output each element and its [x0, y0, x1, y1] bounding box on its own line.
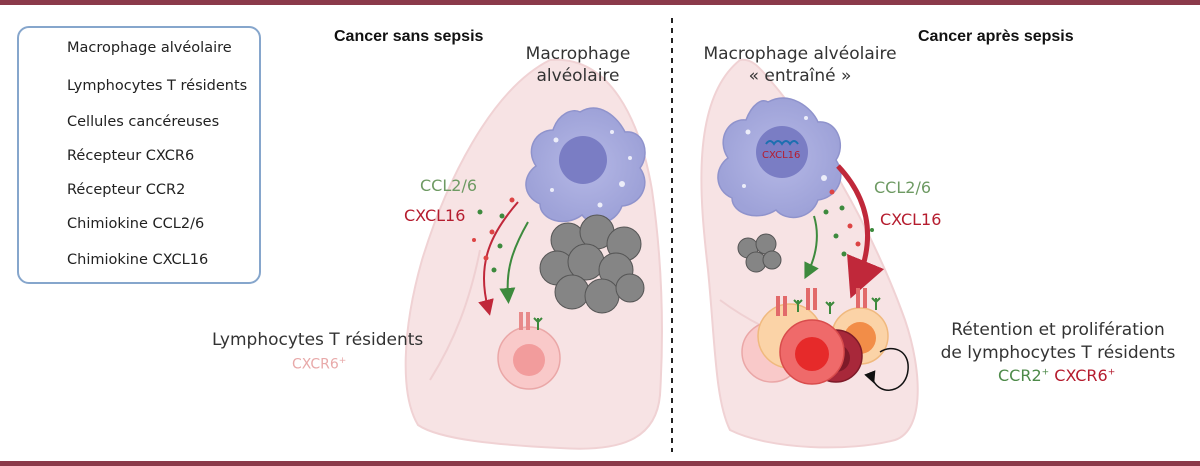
right-cxcl-label: CXCL16 — [880, 210, 942, 229]
left-marker-text: CXCR6 — [292, 356, 339, 373]
left-cxcl-arrow — [478, 201, 519, 316]
left-cancer-cluster — [539, 214, 645, 314]
legend-item-cxcl16: Chimiokine CXCL16 — [67, 252, 209, 268]
right-marker-cxcr6-sup: + — [1107, 367, 1116, 378]
legend-item-ccl2-6: Chimiokine CCL2/6 — [67, 216, 205, 232]
left-macrophage-label-line1: Macrophage — [525, 44, 631, 64]
left-chemokine-dots — [472, 197, 515, 273]
right-retention-line1: Rétention et prolifération — [951, 320, 1165, 340]
right-panel-title: Cancer après sepsis — [918, 28, 1074, 45]
right-ccl-arrow — [804, 215, 819, 280]
left-ccl-label: CCL2/6 — [420, 176, 478, 195]
right-macrophage — [717, 97, 842, 219]
left-marker-sup: + — [338, 356, 347, 366]
legend-item-cancer-cells: Cellules cancéreuses — [67, 114, 220, 130]
right-chemokine-dots — [823, 189, 874, 257]
right-marker-ccr2-sup: + — [1041, 367, 1050, 378]
legend-item-t-lymphocyte: Lymphocytes T résidents — [67, 78, 248, 94]
right-markers-label: CCR2+ CXCR6+ — [998, 366, 1115, 385]
right-retention-line2: de lymphocytes T résidents — [940, 343, 1176, 363]
right-marker-cxcr6: CXCR6 — [1054, 366, 1108, 385]
legend-item-macrophage: Macrophage alvéolaire — [67, 40, 232, 56]
right-macrophage-label-line1: Macrophage alvéolaire — [703, 44, 897, 64]
right-macrophage-inner-label: CXCL16 — [762, 150, 801, 161]
right-ccl-label: CCL2/6 — [874, 178, 932, 197]
left-macrophage — [525, 107, 646, 224]
right-cxcl-arrow — [836, 164, 885, 299]
left-t-lymphocyte — [497, 312, 561, 390]
left-ccl-arrow — [499, 221, 529, 304]
top-frame-bar — [0, 0, 1200, 5]
left-cxcl-label: CXCL16 — [404, 206, 466, 225]
legend-box: Macrophage alvéolaire Lymphocytes T rési… — [17, 26, 261, 284]
left-macrophage-label-line2: alvéolaire — [536, 66, 620, 86]
proliferation-cycle-arrow — [864, 347, 909, 391]
legend-item-ccr2: Récepteur CCR2 — [67, 182, 186, 198]
right-macrophage-label-line2: « entraîné » — [748, 66, 852, 86]
right-marker-ccr2: CCR2 — [998, 366, 1042, 385]
left-lymphocyte-label: Lymphocytes T résidents — [212, 330, 424, 350]
right-cancer-cluster — [737, 233, 782, 273]
left-marker-label: CXCR6+ — [292, 356, 346, 373]
right-t-lymphocyte-cluster — [741, 288, 889, 385]
bottom-frame-bar — [0, 461, 1200, 466]
left-panel-title: Cancer sans sepsis — [334, 28, 484, 45]
legend-item-cxcr6: Récepteur CXCR6 — [67, 148, 195, 164]
